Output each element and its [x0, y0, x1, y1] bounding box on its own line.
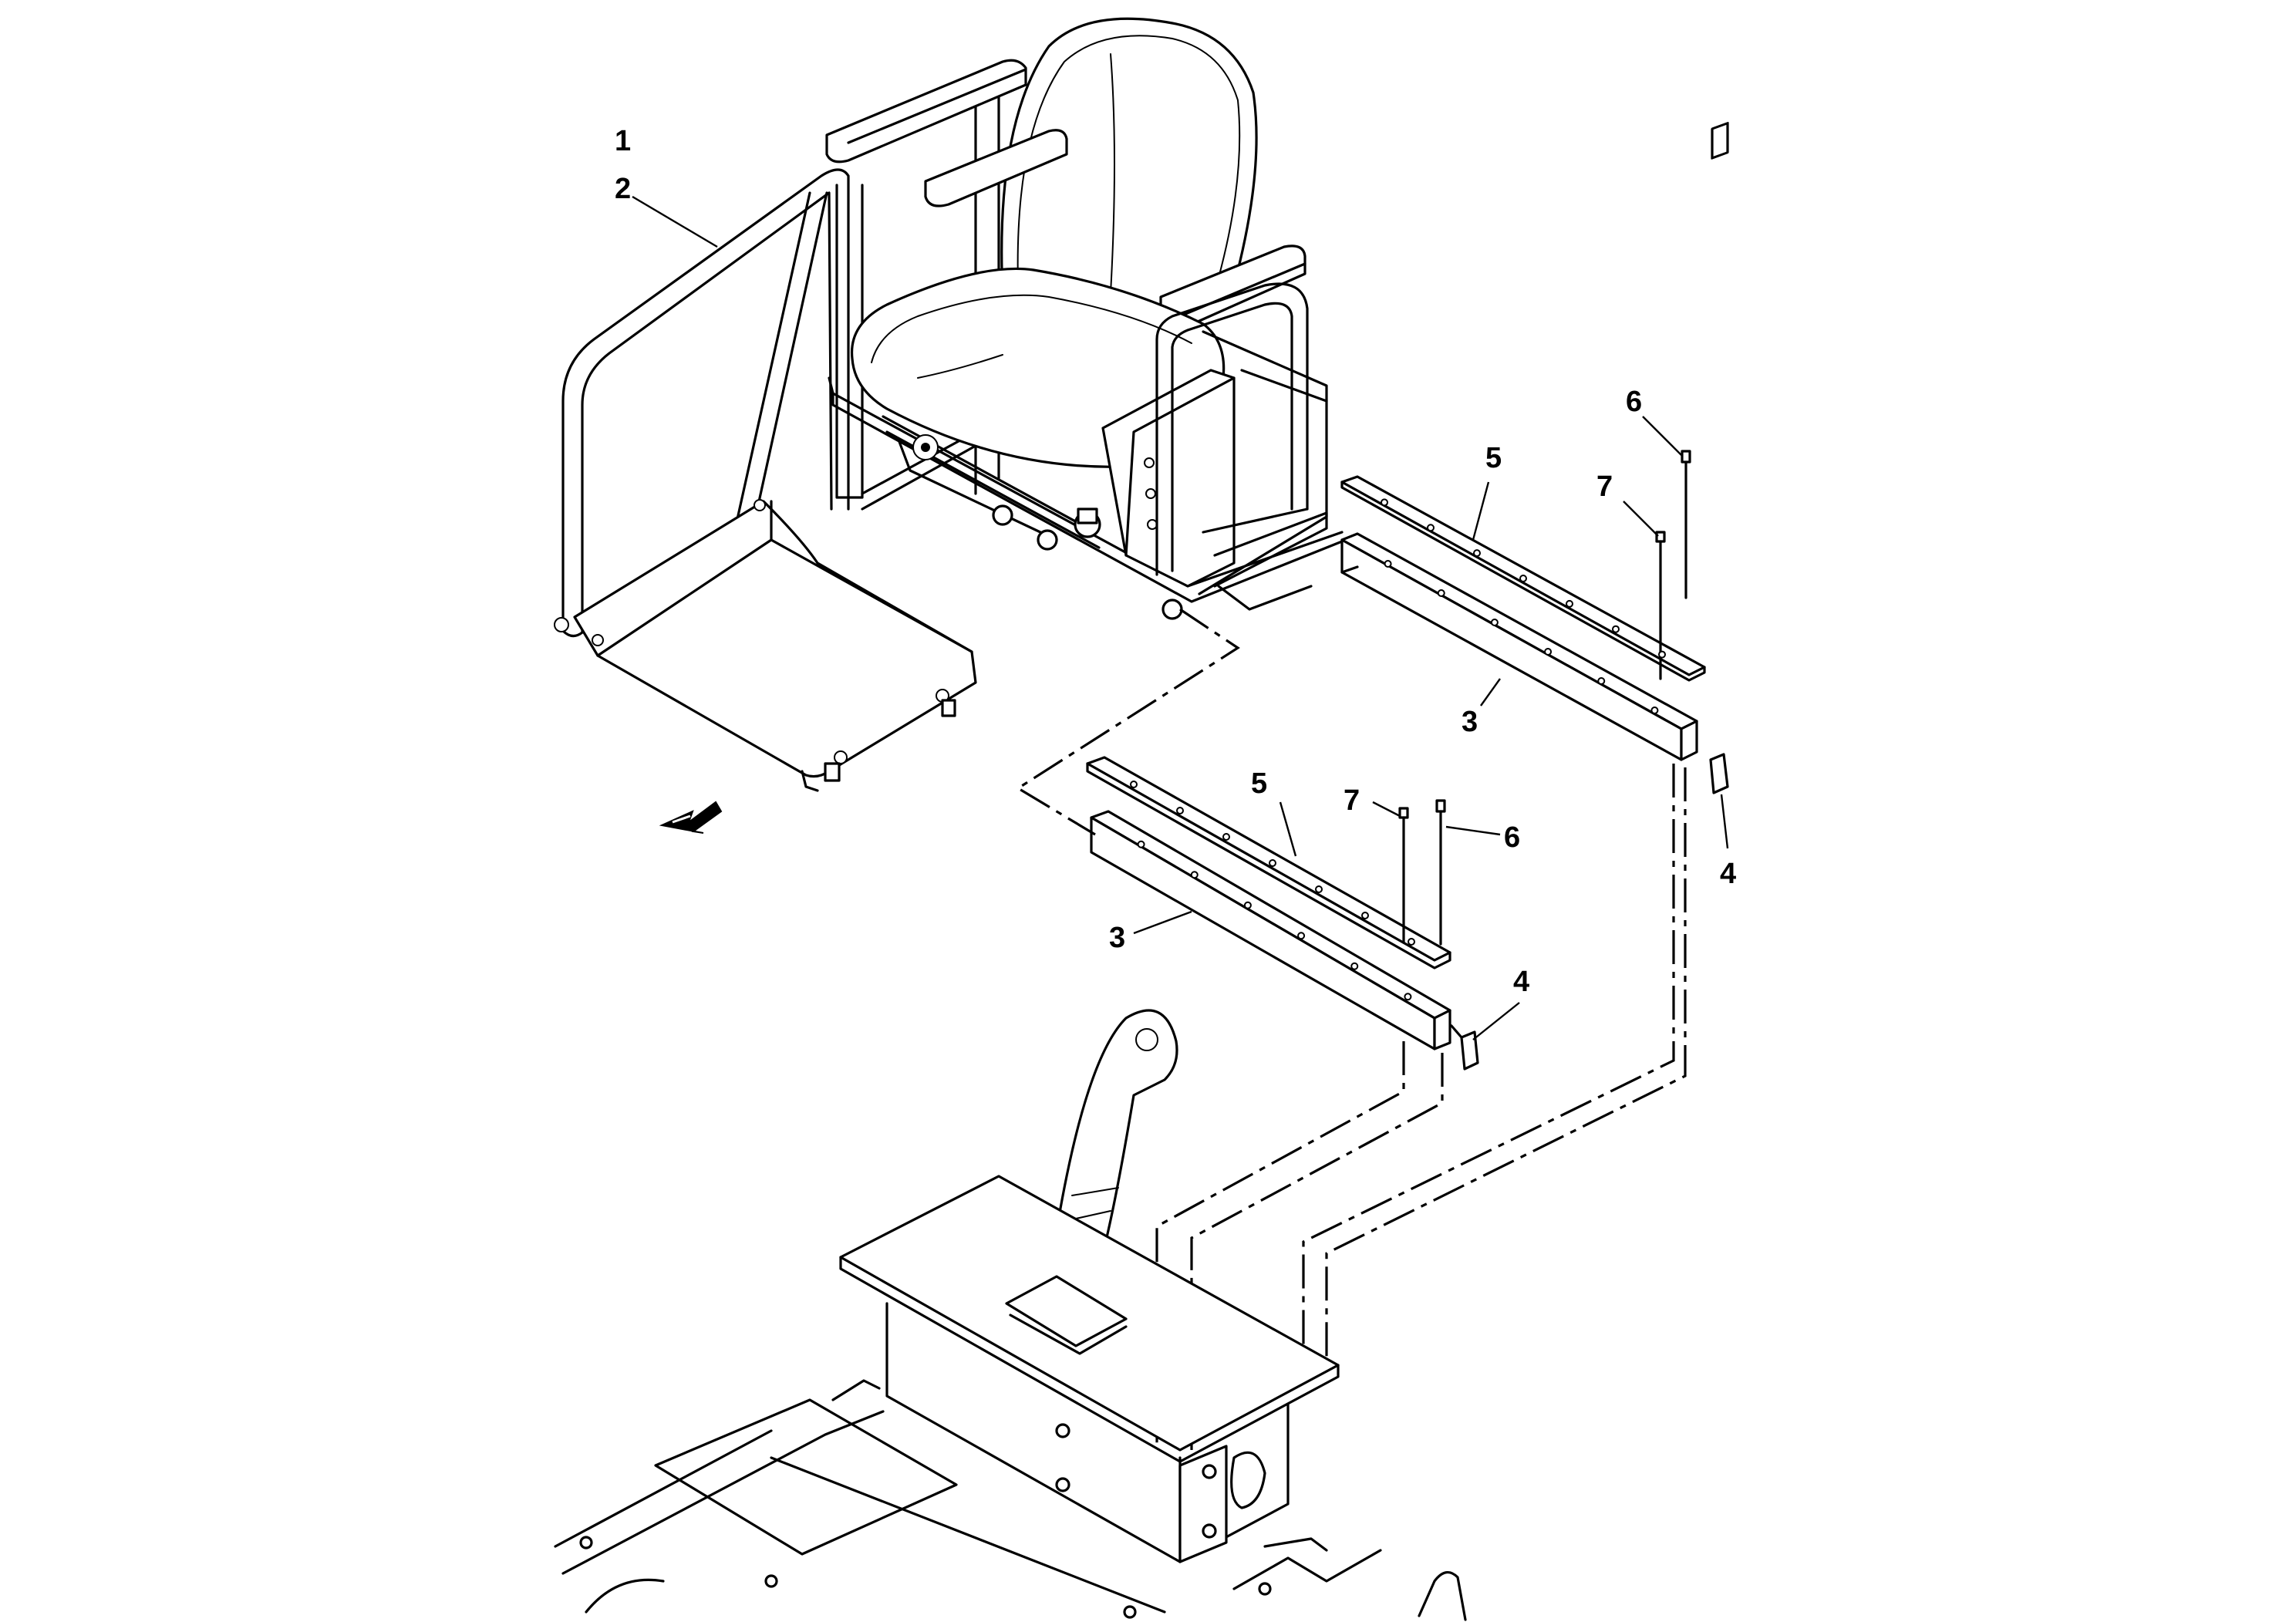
- mounting-hole: [1269, 859, 1276, 867]
- mounting-hole: [1566, 599, 1573, 608]
- mounting-hole: [1350, 962, 1359, 970]
- mounting-hole: [1427, 524, 1435, 532]
- assembly-guide-lines: [1015, 608, 1687, 1450]
- bolt-7-lower: [1398, 807, 1409, 944]
- mounting-hole: [1130, 781, 1138, 788]
- base-pedestal: [554, 1009, 1467, 1621]
- foot-plate: [554, 499, 977, 792]
- callout-5-upper: 5: [1485, 442, 1502, 474]
- callout-labels: 1 2 3 3 4 4 5 5 6 6 7 7: [615, 125, 1736, 998]
- callout-7-upper: 7: [1596, 470, 1613, 503]
- mounting-hole: [1597, 677, 1606, 685]
- mounting-hole: [1658, 650, 1666, 659]
- mounting-hole: [1544, 648, 1553, 656]
- callout-6-upper: 6: [1626, 386, 1642, 418]
- bolt-6-upper: [1681, 450, 1691, 599]
- arrow-icon: [659, 801, 723, 834]
- mounting-hole: [1473, 549, 1481, 558]
- mounting-hole: [1297, 932, 1306, 940]
- callout-2: 2: [615, 173, 631, 205]
- callout-4-lower: 4: [1513, 966, 1529, 998]
- mounting-hole: [1437, 589, 1445, 597]
- bolt-6-lower: [1435, 799, 1446, 946]
- upper-rail-set: [1340, 122, 1729, 794]
- mounting-hole: [1490, 619, 1499, 626]
- mounting-hole: [1404, 993, 1412, 1001]
- callout-6-lower: 6: [1504, 821, 1520, 854]
- callout-3-upper: 3: [1462, 706, 1478, 738]
- mounting-hole: [1243, 901, 1252, 909]
- callout-1: 1: [615, 125, 631, 157]
- callout-7-lower: 7: [1344, 784, 1360, 817]
- mounting-hole: [1222, 833, 1230, 841]
- mounting-hole: [1381, 498, 1388, 507]
- mounting-hole: [1315, 885, 1323, 893]
- mounting-hole: [1176, 807, 1184, 814]
- leader-lines: [632, 195, 1729, 1040]
- mounting-hole: [1384, 560, 1392, 568]
- mounting-hole: [1612, 625, 1620, 633]
- mounting-hole: [1408, 938, 1415, 946]
- mounting-hole: [1361, 912, 1369, 919]
- mounting-hole: [1519, 575, 1527, 582]
- callout-4-upper: 4: [1720, 858, 1736, 890]
- mounting-hole: [1137, 840, 1145, 848]
- seat-assembly: [554, 17, 1347, 792]
- mounting-hole: [1650, 706, 1659, 714]
- right-side-frame: [1101, 282, 1328, 611]
- callout-5-lower: 5: [1251, 767, 1267, 800]
- mounting-hole: [1190, 871, 1199, 879]
- callout-3-lower: 3: [1109, 922, 1125, 954]
